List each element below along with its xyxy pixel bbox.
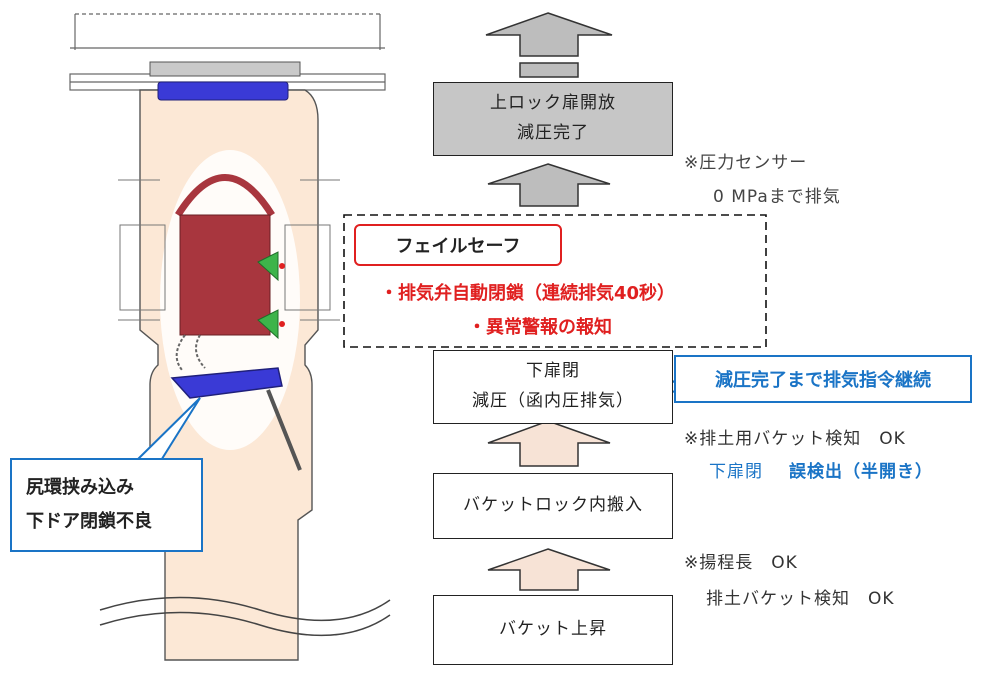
bucket-detect-note: ※排土用バケット検知 OK <box>684 429 906 449</box>
misdetect-emphasis: 誤検出（半開き） <box>789 462 933 482</box>
arrow-stem-top <box>519 62 579 78</box>
failsafe-item-alarm: ・異常警報の報知 <box>468 317 612 338</box>
soil-bucket-detect-note: 排土バケット検知 OK <box>706 589 895 609</box>
arrow-up-top <box>485 12 613 57</box>
pressure-sensor-note-line2: 0 MPaまで排気 <box>713 187 841 207</box>
continue-callout-text: 減圧完了まで排気指令継続 <box>715 370 931 391</box>
failsafe-frame <box>343 214 767 348</box>
step-upper-lock-open-line1: 上ロック扉開放 <box>490 93 616 114</box>
step-upper-lock-open: 上ロック扉開放 減圧完了 <box>433 82 673 156</box>
failsafe-item-valve: ・排気弁自動閉鎖（連続排気40秒） <box>380 283 676 304</box>
lower-door <box>170 367 302 471</box>
arrow-up-bottom <box>487 548 611 591</box>
step-bucket-into-lock: バケットロック内搬入 <box>433 473 673 539</box>
sensors <box>257 251 285 340</box>
jam-callout-line2: 下ドア閉鎖不良 <box>26 511 152 532</box>
misdetect-note: 下扉閉 誤検出（半開き） <box>709 457 933 482</box>
lift-length-note: ※揚程長 OK <box>684 553 798 573</box>
jam-callout: 尻環挟み込み 下ドア閉鎖不良 <box>10 458 203 552</box>
ground-lines <box>99 596 391 637</box>
continue-callout: 減圧完了まで排気指令継続 <box>674 355 972 403</box>
step-bucket-into-lock-text: バケットロック内搬入 <box>463 495 643 516</box>
pressure-sensor-note-line1: ※圧力センサー <box>684 153 808 173</box>
arrow-up-middle <box>487 420 611 467</box>
step-lower-door-close-line2: 減圧（函内圧排気） <box>472 391 634 411</box>
failsafe-label-text: フェイルセーフ <box>395 236 521 257</box>
bucket <box>175 174 275 371</box>
step-bucket-up: バケット上昇 <box>433 595 673 665</box>
side-flanges <box>118 179 340 321</box>
failsafe-label: フェイルセーフ <box>354 224 562 266</box>
jam-callout-line1: 尻環挟み込み <box>26 476 134 498</box>
step-bucket-up-text: バケット上昇 <box>499 619 607 640</box>
upper-door <box>149 61 301 101</box>
step-lower-door-close-line1: 下扉閉 <box>526 361 580 382</box>
arrow-up-upper <box>487 163 611 207</box>
step-upper-lock-open-line2: 減圧完了 <box>517 123 589 143</box>
step-lower-door-close: 下扉閉 減圧（函内圧排気） <box>433 350 673 424</box>
misdetect-prefix: 下扉閉 <box>709 462 763 482</box>
